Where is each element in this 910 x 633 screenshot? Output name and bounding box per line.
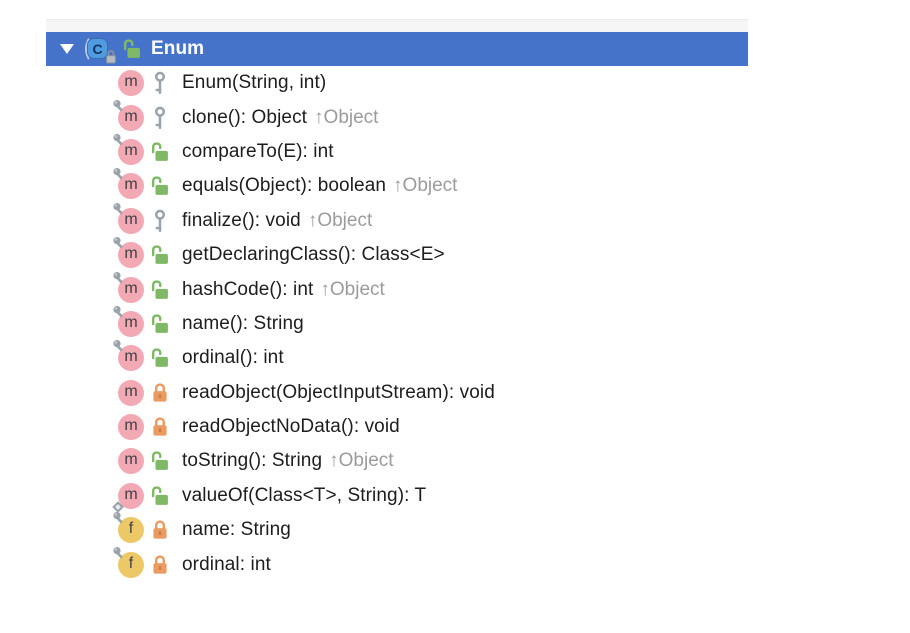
final-marker-icon (113, 546, 123, 558)
member-kind-icon: f (113, 512, 144, 544)
toolbar-strip (46, 19, 748, 32)
member-kind-icon: m (113, 340, 144, 372)
private-lock-icon (149, 381, 171, 405)
member-kind-letter: m (124, 176, 138, 194)
member-row[interactable]: m valueOf(Class<T>, String): T (0, 479, 910, 513)
inherited-from-label: ↑Object (393, 175, 458, 197)
member-kind-icon: m (113, 133, 144, 165)
member-row[interactable]: m name(): String (0, 305, 910, 341)
inherited-from-label: ↑Object (320, 278, 385, 300)
public-lock-icon (149, 449, 171, 473)
member-kind-icon: m (118, 448, 144, 475)
class-letter-badge: C (87, 38, 108, 59)
public-lock-icon (149, 243, 171, 267)
member-label: ordinal(): int (182, 347, 284, 369)
member-kind-icon: m (113, 202, 144, 234)
protected-key-icon (149, 106, 171, 130)
member-kind-letter: m (124, 279, 138, 297)
member-kind-icon: m (113, 99, 144, 131)
public-lock-icon (121, 37, 143, 61)
member-row[interactable]: f ordinal: int (0, 546, 910, 581)
member-label: hashCode(): int (182, 278, 314, 300)
member-kind-icon: f (113, 546, 144, 578)
member-kind-letter: f (128, 554, 134, 572)
member-kind-letter: f (128, 520, 134, 538)
member-label: name(): String (182, 312, 304, 334)
member-kind-letter: m (124, 451, 138, 469)
member-label: readObject(ObjectInputStream): void (182, 381, 495, 403)
member-label: Enum(String, int) (182, 72, 327, 94)
member-kind-icon: m (113, 305, 144, 337)
public-lock-icon (149, 484, 171, 508)
member-label: finalize(): void (182, 209, 301, 231)
member-row[interactable]: m readObject(ObjectInputStream): void (0, 376, 910, 410)
member-label: valueOf(Class<T>, String): T (182, 484, 427, 506)
expand-triangle-icon[interactable] (60, 44, 74, 54)
member-kind-letter: m (124, 107, 138, 125)
public-lock-icon (149, 174, 171, 198)
inherited-from-label: ↑Object (329, 450, 394, 472)
member-row[interactable]: m readObjectNoData(): void (0, 410, 910, 444)
member-kind-letter: m (124, 313, 138, 331)
inherited-from-label: ↑Object (307, 209, 373, 231)
member-label: readObjectNoData(): void (182, 416, 400, 438)
member-kind-letter: m (124, 73, 138, 91)
member-row[interactable]: m compareTo(E): int (0, 133, 910, 169)
member-kind-icon: m (112, 482, 144, 513)
member-kind-letter: m (124, 417, 138, 435)
member-row[interactable]: f name: String (0, 512, 910, 547)
member-label: name: String (182, 519, 291, 541)
public-lock-icon (149, 278, 171, 302)
protected-key-icon (149, 209, 171, 233)
member-kind-letter: m (124, 485, 138, 503)
class-name: Enum (151, 38, 205, 59)
member-kind-icon: m (113, 168, 144, 200)
member-kind-letter: m (124, 245, 138, 263)
class-icon: C (82, 37, 116, 64)
member-row[interactable]: m finalize(): void ↑Object (0, 202, 910, 238)
static-marker-icon (112, 501, 124, 513)
member-row[interactable]: m getDeclaringClass(): Class<E> (0, 237, 910, 272)
member-kind-letter: m (124, 141, 138, 159)
member-kind-letter: m (124, 382, 138, 400)
protected-key-icon (149, 71, 171, 95)
member-row[interactable]: m hashCode(): int ↑Object (0, 271, 910, 306)
class-minilock-icon (106, 50, 116, 64)
inherited-from-label: ↑Object (314, 106, 379, 128)
member-label: ordinal: int (182, 553, 271, 575)
member-kind-letter: m (124, 210, 138, 228)
member-row[interactable]: m equals(Object): boolean ↑Object (0, 168, 910, 203)
private-lock-icon (149, 518, 171, 542)
member-row[interactable]: m ordinal(): int (0, 340, 910, 375)
member-list: m Enum(String, int) (0, 66, 910, 582)
member-kind-icon: m (118, 70, 144, 97)
member-kind-icon: m (118, 379, 144, 406)
member-row[interactable]: m clone(): Object ↑Object (0, 99, 910, 134)
member-label: toString(): String (182, 450, 323, 472)
private-lock-icon (149, 553, 171, 577)
member-kind-letter: m (124, 348, 138, 366)
member-label: equals(Object): boolean (182, 175, 387, 197)
member-kind-icon: m (113, 271, 144, 303)
member-label: getDeclaringClass(): Class<E> (182, 244, 445, 266)
member-row[interactable]: m toString(): String ↑Object (0, 444, 910, 478)
public-lock-icon (149, 312, 171, 336)
final-marker-icon (113, 512, 123, 524)
public-lock-icon (149, 346, 171, 370)
member-row[interactable]: m Enum(String, int) (0, 66, 910, 100)
class-row[interactable]: C Enum (46, 32, 748, 66)
public-lock-icon (149, 140, 171, 164)
member-label: compareTo(E): int (182, 140, 334, 162)
member-kind-icon: m (113, 237, 144, 269)
member-label: clone(): Object (182, 106, 308, 128)
member-kind-icon: m (118, 414, 144, 441)
private-lock-icon (149, 415, 171, 439)
